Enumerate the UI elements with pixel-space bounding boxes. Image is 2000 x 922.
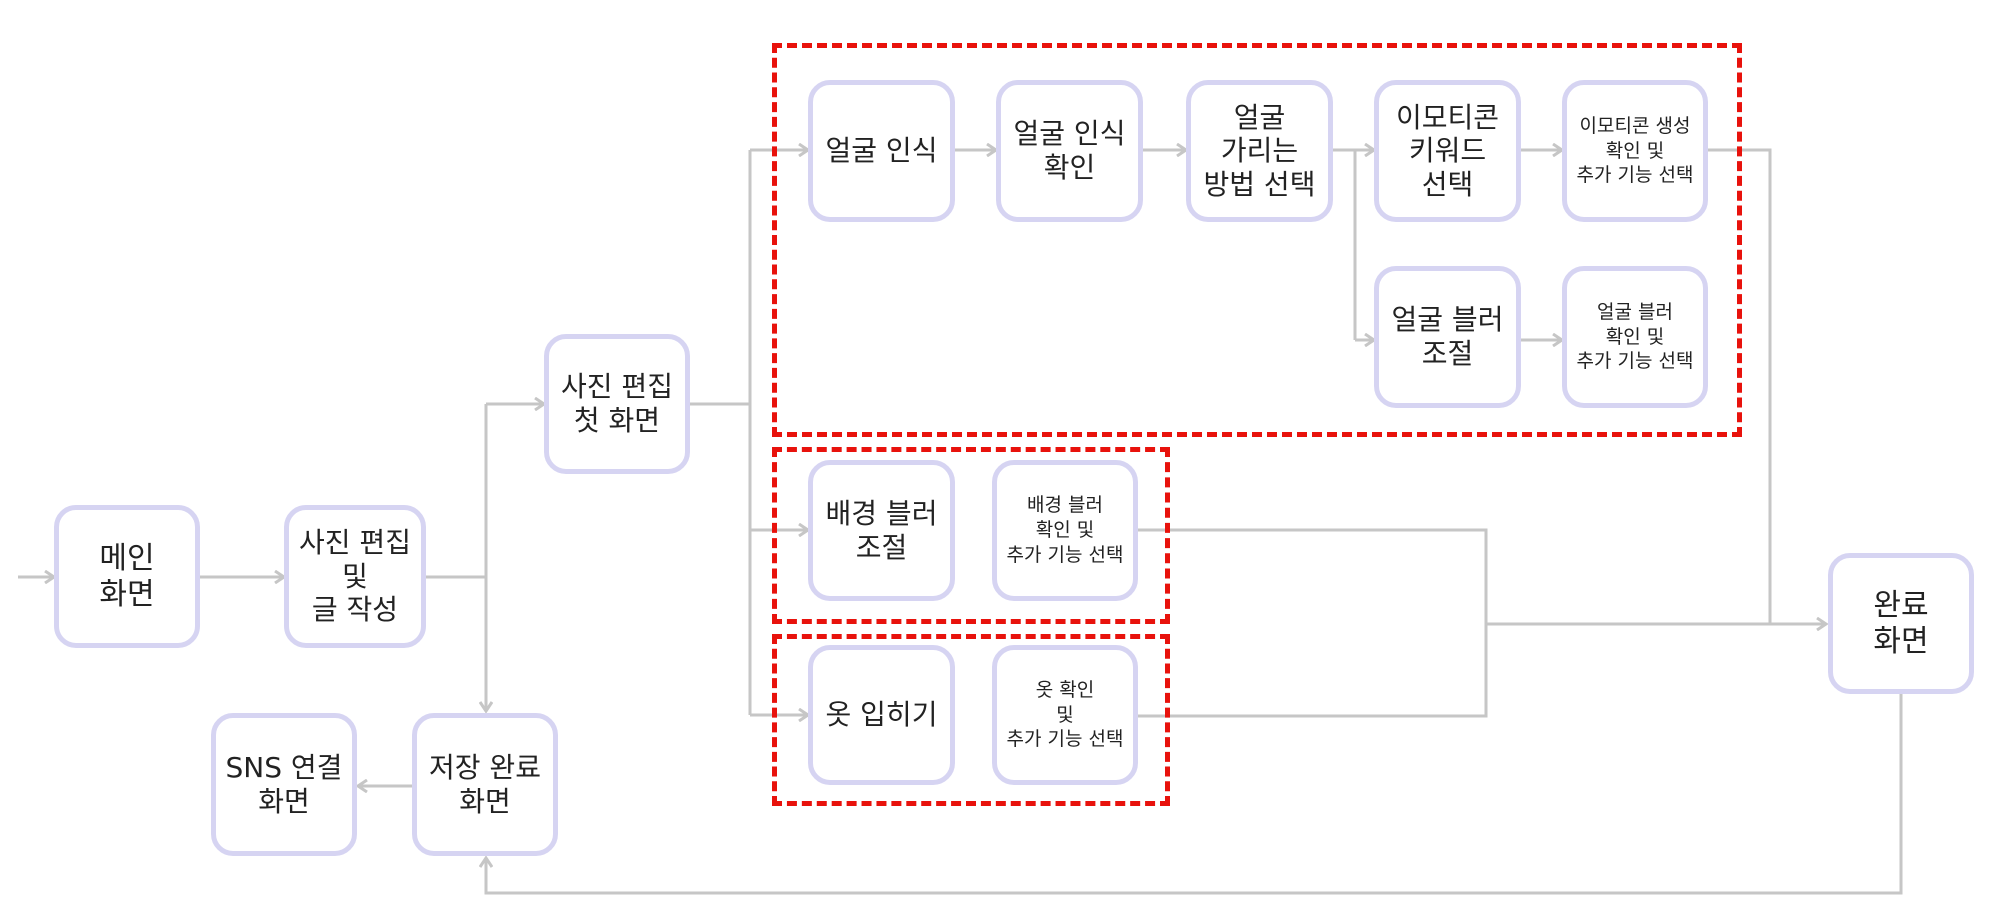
node-save-complete[interactable]: 저장 완료 화면 (412, 713, 558, 856)
node-face-recognition[interactable]: 얼굴 인식 (808, 80, 955, 222)
node-outfit-confirm[interactable]: 옷 확인 및 추가 기능 선택 (992, 645, 1138, 785)
node-face-blur-adjust[interactable]: 얼굴 블러 조절 (1374, 266, 1521, 408)
node-emoticon-confirm[interactable]: 이모티콘 생성 확인 및 추가 기능 선택 (1562, 80, 1708, 222)
node-face-cover-method[interactable]: 얼굴 가리는 방법 선택 (1186, 80, 1333, 222)
outfit-group-box (772, 634, 1170, 806)
node-photo-edit-write[interactable]: 사진 편집 및 글 작성 (284, 505, 426, 648)
connector-bg-blur-confirm-out (1138, 528, 1488, 718)
node-complete[interactable]: 완료 화면 (1828, 553, 1974, 694)
node-face-blur-confirm[interactable]: 얼굴 블러 확인 및 추가 기능 선택 (1562, 266, 1708, 408)
node-face-recognition-confirm[interactable]: 얼굴 인식 확인 (996, 80, 1143, 222)
face-group-box (772, 43, 1742, 437)
node-sns-connect[interactable]: SNS 연결 화면 (211, 713, 357, 856)
node-bg-blur-adjust[interactable]: 배경 블러 조절 (808, 460, 955, 601)
node-bg-blur-confirm[interactable]: 배경 블러 확인 및 추가 기능 선택 (992, 460, 1138, 601)
node-emoticon-keyword[interactable]: 이모티콘 키워드 선택 (1374, 80, 1521, 222)
node-photo-edit-first[interactable]: 사진 편집 첫 화면 (544, 334, 690, 474)
arrow-complete-back-to-save (486, 692, 1903, 895)
bg-blur-group-box (772, 447, 1170, 624)
node-outfit[interactable]: 옷 입히기 (808, 645, 955, 785)
node-main[interactable]: 메인 화면 (54, 505, 200, 648)
